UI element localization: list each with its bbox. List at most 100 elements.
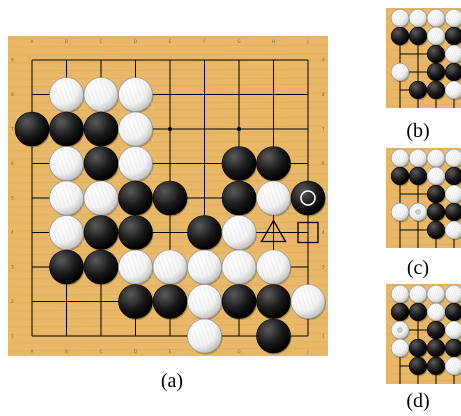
white-stone <box>82 180 120 217</box>
black-stone <box>408 80 428 101</box>
black-stone <box>408 302 428 323</box>
row-label: 6 <box>11 161 14 166</box>
black-stone <box>426 220 446 241</box>
col-label: G <box>237 349 240 354</box>
black-stone <box>256 318 292 355</box>
black-stone <box>390 26 410 47</box>
hoshi-point <box>236 126 242 132</box>
row-label: 1 <box>322 334 325 339</box>
white-stone <box>82 77 120 113</box>
col-label: A <box>31 349 34 354</box>
row-label: 2 <box>11 299 14 304</box>
row-label: 1 <box>11 334 14 339</box>
white-stone <box>117 249 154 286</box>
black-stone <box>118 180 154 217</box>
black-stone <box>152 284 188 320</box>
black-stone <box>118 215 154 251</box>
black-stone <box>256 284 292 320</box>
black-stone <box>49 111 85 148</box>
col-label: E <box>169 349 172 354</box>
black-stone <box>49 249 85 286</box>
black-stone <box>444 62 461 83</box>
black-stone <box>390 166 410 187</box>
crop-board-d <box>386 284 461 384</box>
col-label: G <box>237 39 240 44</box>
black-stone <box>426 320 446 341</box>
black-stone <box>426 184 446 205</box>
white-stone <box>444 44 461 65</box>
crop-board-c <box>386 148 461 248</box>
row-label: 9 <box>11 58 14 63</box>
square-marker <box>297 221 319 244</box>
col-label: F <box>203 39 206 44</box>
col-label: J <box>306 39 308 44</box>
crop-c-caption: (c) <box>406 257 430 279</box>
hoshi-point <box>167 126 173 132</box>
white-stone <box>220 249 258 286</box>
black-stone <box>290 180 326 217</box>
main-board-panel: AABBCCDDEEFFGGHHJJ998877665544332211 <box>8 36 328 356</box>
white-stone <box>255 180 292 217</box>
black-stone <box>221 180 257 217</box>
row-label: 4 <box>11 230 14 235</box>
white-stone <box>48 180 85 217</box>
white-stone <box>444 148 461 169</box>
white-stone <box>220 215 258 251</box>
black-stone <box>221 146 257 182</box>
black-stone <box>408 166 428 187</box>
crop-c-panel <box>386 148 461 248</box>
crop-d-panel <box>386 284 461 384</box>
white-stone <box>48 146 85 182</box>
white-stone <box>426 302 446 323</box>
black-stone <box>426 202 446 223</box>
row-label: 3 <box>11 265 14 270</box>
white-stone <box>408 8 428 29</box>
col-label: A <box>31 39 34 44</box>
row-label: 5 <box>11 196 14 201</box>
white-stone <box>444 356 461 377</box>
white-stone <box>151 249 189 286</box>
crop-board-b <box>386 8 461 108</box>
white-stone <box>390 202 410 223</box>
col-label: D <box>134 39 137 44</box>
black-stone <box>408 26 428 47</box>
black-stone <box>444 26 461 47</box>
black-stone <box>118 284 154 320</box>
row-label: 7 <box>11 127 14 132</box>
triangle-marker <box>260 219 287 243</box>
circle-marker <box>300 190 316 206</box>
row-label: 7 <box>322 127 325 132</box>
white-stone <box>48 77 85 113</box>
row-label: 3 <box>322 265 325 270</box>
white-stone <box>426 166 446 187</box>
white-stone <box>426 284 446 305</box>
black-stone <box>426 44 446 65</box>
black-stone <box>83 111 119 148</box>
row-label: 6 <box>322 161 325 166</box>
col-label: C <box>100 349 103 354</box>
black-stone <box>408 356 428 377</box>
white-stone <box>186 318 223 355</box>
col-label: C <box>100 39 103 44</box>
white-stone <box>444 184 461 205</box>
black-stone <box>426 356 446 377</box>
black-stone <box>444 166 461 187</box>
black-stone <box>426 80 446 101</box>
white-stone <box>255 249 292 286</box>
black-stone <box>256 146 292 182</box>
white-stone <box>408 148 428 169</box>
black-stone <box>444 202 461 223</box>
black-stone <box>426 62 446 83</box>
col-label: D <box>134 349 137 354</box>
white-stone <box>444 320 461 341</box>
crop-b-panel <box>386 8 461 108</box>
black-stone <box>14 111 50 148</box>
white-stone <box>186 249 223 286</box>
white-stone <box>390 8 410 29</box>
col-label: E <box>169 39 172 44</box>
black-stone <box>444 302 461 323</box>
white-stone <box>444 284 461 305</box>
white-stone <box>444 80 461 101</box>
black-stone <box>221 284 257 320</box>
black-stone <box>444 338 461 359</box>
